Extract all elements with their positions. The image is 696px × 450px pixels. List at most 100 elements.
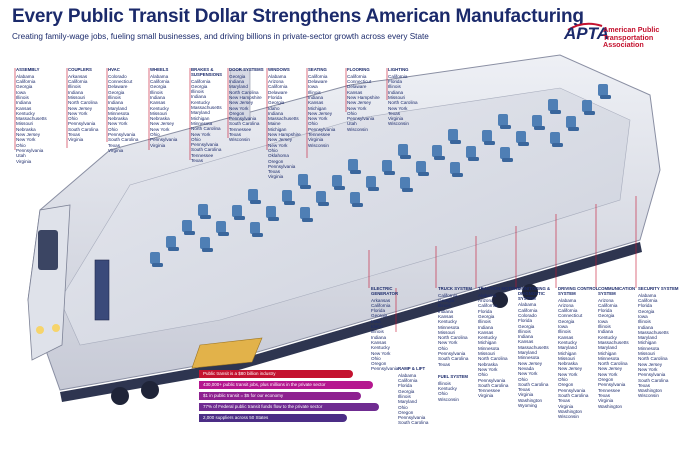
- state-item: Texas: [68, 132, 80, 138]
- state-item: Indiana: [150, 94, 166, 100]
- state-item: California: [558, 308, 578, 314]
- state-item: Kentucky: [598, 334, 617, 340]
- state-item: New Jersey: [268, 137, 292, 143]
- state-item: Alabama: [638, 292, 657, 298]
- railcar-body: [27, 54, 661, 405]
- state-item: Iowa: [638, 313, 648, 319]
- state-item: Michigan: [308, 105, 327, 111]
- state-item: Tennessee: [598, 387, 621, 393]
- state-item: Utah: [347, 121, 357, 127]
- state-item: Minnesota: [438, 324, 460, 330]
- seat-icon: [200, 237, 213, 252]
- state-item: Georgia: [518, 323, 535, 329]
- state-item: Minnesota: [108, 110, 130, 116]
- state-item: Arizona: [268, 79, 284, 85]
- seat-icon: [282, 190, 295, 205]
- state-item: New Jersey: [308, 110, 332, 116]
- state-item: Oregon: [398, 409, 414, 415]
- state-item: Georgia: [371, 313, 388, 319]
- state-item: New York: [16, 137, 36, 143]
- state-item: Nebraska: [108, 116, 128, 122]
- state-item: Kansas: [438, 313, 454, 319]
- state-item: Kentucky: [438, 319, 457, 325]
- state-item: New Jersey: [68, 105, 92, 111]
- seat-icon: [316, 191, 329, 206]
- state-item: North Carolina: [598, 361, 628, 367]
- state-item: South Carolina: [638, 377, 669, 383]
- seat-icon: [250, 222, 263, 237]
- state-item: Indiana: [308, 94, 324, 100]
- state-item: Arizona: [558, 302, 574, 308]
- underframe: [60, 242, 642, 402]
- state-item: Maryland: [191, 110, 210, 116]
- state-item: Nebraska: [478, 361, 498, 367]
- state-item: Washington: [518, 397, 543, 403]
- state-item: Alabama: [518, 302, 537, 308]
- seat-icon: [266, 206, 279, 221]
- fact-bar: 2,000 suppliers across 50 States: [199, 414, 347, 422]
- state-item: Florida: [371, 308, 386, 314]
- system-heading: SECURITY SYSTEM: [638, 286, 679, 291]
- state-item: Virginia: [518, 392, 534, 398]
- state-item: Minnesota: [638, 345, 660, 351]
- state-item: California: [398, 378, 418, 384]
- state-item: Indiana: [229, 79, 245, 85]
- state-item: Ohio: [347, 110, 357, 116]
- state-item: Georgia: [268, 100, 285, 106]
- seat-icon: [598, 84, 611, 99]
- fact-bar: 430,000+ public transit jobs, plus milli…: [199, 381, 373, 389]
- state-item: Connecticut: [108, 79, 133, 85]
- state-item: Texas: [518, 387, 530, 393]
- state-item: Ohio: [558, 377, 568, 383]
- state-item: California: [598, 302, 618, 308]
- fact-bar: Public transit is a $80 billion industry: [199, 370, 353, 378]
- state-item: Michigan: [478, 340, 497, 346]
- state-item: Wisconsin: [229, 137, 250, 143]
- state-item: Kentucky: [438, 386, 457, 392]
- state-item: Illinois: [438, 303, 451, 309]
- state-item: Washington: [638, 388, 663, 394]
- seat-icon: [348, 159, 361, 174]
- seat-icon: [332, 175, 345, 190]
- logo-name: American Public Transportation Associati…: [603, 25, 660, 50]
- state-item: Massachusetts: [518, 344, 549, 350]
- state-item: New Jersey: [347, 100, 371, 106]
- state-item: Missouri: [558, 355, 576, 361]
- state-item: Ohio: [438, 345, 448, 351]
- page-title: Every Public Transit Dollar Strengthens …: [12, 6, 584, 27]
- apta-logo: APTA American Public Transportation Asso…: [564, 22, 690, 54]
- seat-icon: [248, 189, 261, 204]
- state-item: Tennessee: [478, 388, 501, 394]
- seat-icon: [198, 204, 211, 219]
- state-item: New York: [518, 371, 538, 377]
- state-item: Pennsylvania: [268, 163, 296, 169]
- state-item: Indiana: [108, 100, 124, 106]
- headlight-icon: [52, 324, 60, 332]
- state-item: Massachusetts: [16, 116, 47, 122]
- state-item: Ohio: [68, 116, 78, 122]
- state-item: Illinois: [638, 319, 651, 325]
- seat-icon: [566, 116, 579, 131]
- state-item: Illinois: [68, 84, 81, 90]
- seat-icon: [166, 236, 179, 251]
- state-item: Maryland: [108, 105, 127, 111]
- state-item: Texas: [229, 132, 241, 138]
- state-item: Ohio: [478, 372, 488, 378]
- seat-icon: [548, 99, 561, 114]
- state-item: Illinois: [150, 89, 163, 95]
- state-item: Wisconsin: [347, 126, 368, 132]
- state-item: North Carolina: [438, 335, 468, 341]
- state-item: Michigan: [268, 126, 287, 132]
- state-item: Missouri: [150, 110, 168, 116]
- system-heading: DRIVING CONTROL SYSTEM: [558, 286, 599, 296]
- state-item: Missouri: [16, 121, 34, 127]
- seat-icon: [298, 174, 311, 189]
- state-item: New York: [268, 142, 288, 148]
- state-item: Kentucky: [150, 105, 169, 111]
- state-item: South Carolina: [68, 126, 99, 132]
